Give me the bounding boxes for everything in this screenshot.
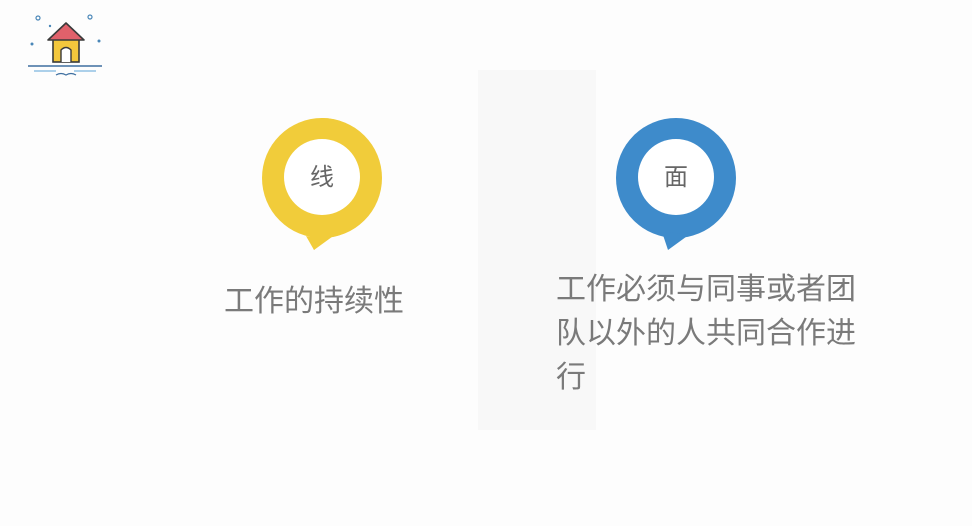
speech-bubble-icon xyxy=(616,118,736,250)
line-bubble: 线 xyxy=(258,114,386,258)
bubble-tail xyxy=(308,232,336,250)
speech-bubble-icon xyxy=(262,118,382,250)
house-icon xyxy=(28,14,102,76)
bubble-tail xyxy=(662,232,690,250)
surface-caption-line: 工作必须与同事或者团 xyxy=(556,272,856,307)
line-caption: 工作的持续性 xyxy=(224,284,404,319)
surface-caption-line: 行 xyxy=(556,360,586,395)
house-logo xyxy=(24,10,108,84)
surface-caption: 工作必须与同事或者团 队以外的人共同合作进 行 xyxy=(556,268,876,400)
surface-bubble: 面 xyxy=(612,114,740,258)
bubble-inner xyxy=(638,139,714,215)
bubble-inner xyxy=(284,139,360,215)
center-panel xyxy=(478,70,596,430)
surface-char: 面 xyxy=(664,163,688,191)
line-char: 线 xyxy=(310,163,334,191)
surface-caption-line: 队以外的人共同合作进 xyxy=(556,316,856,351)
